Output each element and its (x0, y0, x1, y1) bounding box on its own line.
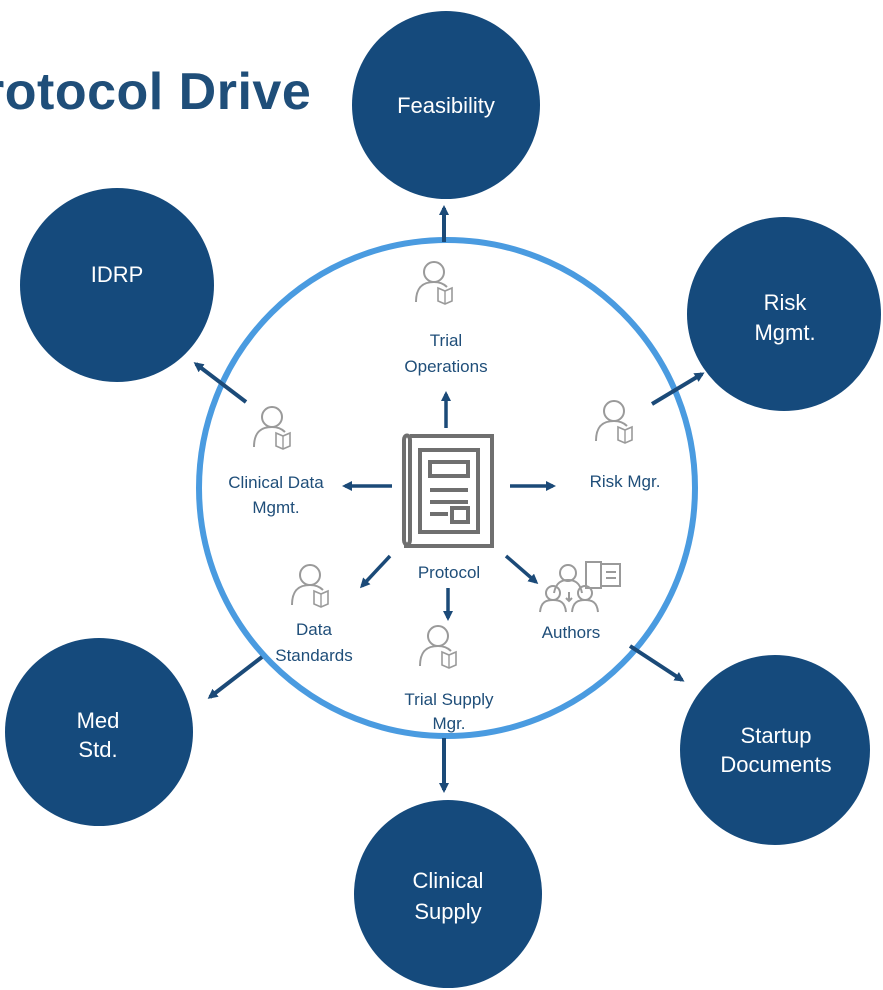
role-label: Data (296, 620, 332, 639)
role-label: Standards (275, 646, 353, 665)
role-label: Authors (542, 623, 601, 642)
node-clinical-supply[interactable]: Clinical Supply (354, 800, 542, 988)
role-label: Trial (430, 331, 462, 350)
role-clinical-data-mgmt: Clinical Data Mgmt. (228, 406, 324, 517)
role-label: Operations (404, 357, 487, 376)
node-label: Risk (764, 290, 808, 315)
node-feasibility[interactable]: Feasibility (352, 11, 540, 199)
node-startup-documents[interactable]: Startup Documents (680, 655, 870, 845)
role-risk-mgr: Risk Mgr. (590, 400, 661, 491)
role-label: Mgmt. (252, 498, 299, 517)
protocol-document-icon (402, 433, 494, 548)
node-label: Clinical (413, 868, 484, 893)
role-data-standards: Data Standards (275, 564, 353, 665)
node-risk-mgmt[interactable]: Risk Mgmt. (687, 217, 881, 411)
role-label: Trial Supply (404, 690, 494, 709)
node-med-std[interactable]: Med Std. (5, 638, 193, 826)
node-label: Mgmt. (754, 320, 815, 345)
node-label: Std. (78, 737, 117, 762)
node-idrp[interactable]: IDRP (20, 188, 214, 382)
inner-arrows (342, 391, 556, 621)
role-label: Risk Mgr. (590, 472, 661, 491)
protocol-ring (196, 237, 698, 739)
role-label: Mgr. (432, 714, 465, 733)
role-label: Clinical Data (228, 473, 324, 492)
node-label: Feasibility (397, 93, 495, 118)
node-label: Documents (720, 752, 831, 777)
node-label: Startup (741, 723, 812, 748)
role-trial-operations: Trial Operations (404, 261, 488, 376)
node-label: Med (77, 708, 120, 733)
node-label: IDRP (91, 262, 144, 287)
node-label: Supply (414, 899, 481, 924)
page-title: rotocol Drive (0, 63, 312, 121)
outer-arrows (193, 205, 705, 793)
role-authors: Authors (539, 561, 621, 642)
role-trial-supply-mgr: Trial Supply Mgr. (404, 625, 494, 733)
user-group-icon (539, 561, 621, 613)
protocol-label: Protocol (418, 563, 480, 582)
